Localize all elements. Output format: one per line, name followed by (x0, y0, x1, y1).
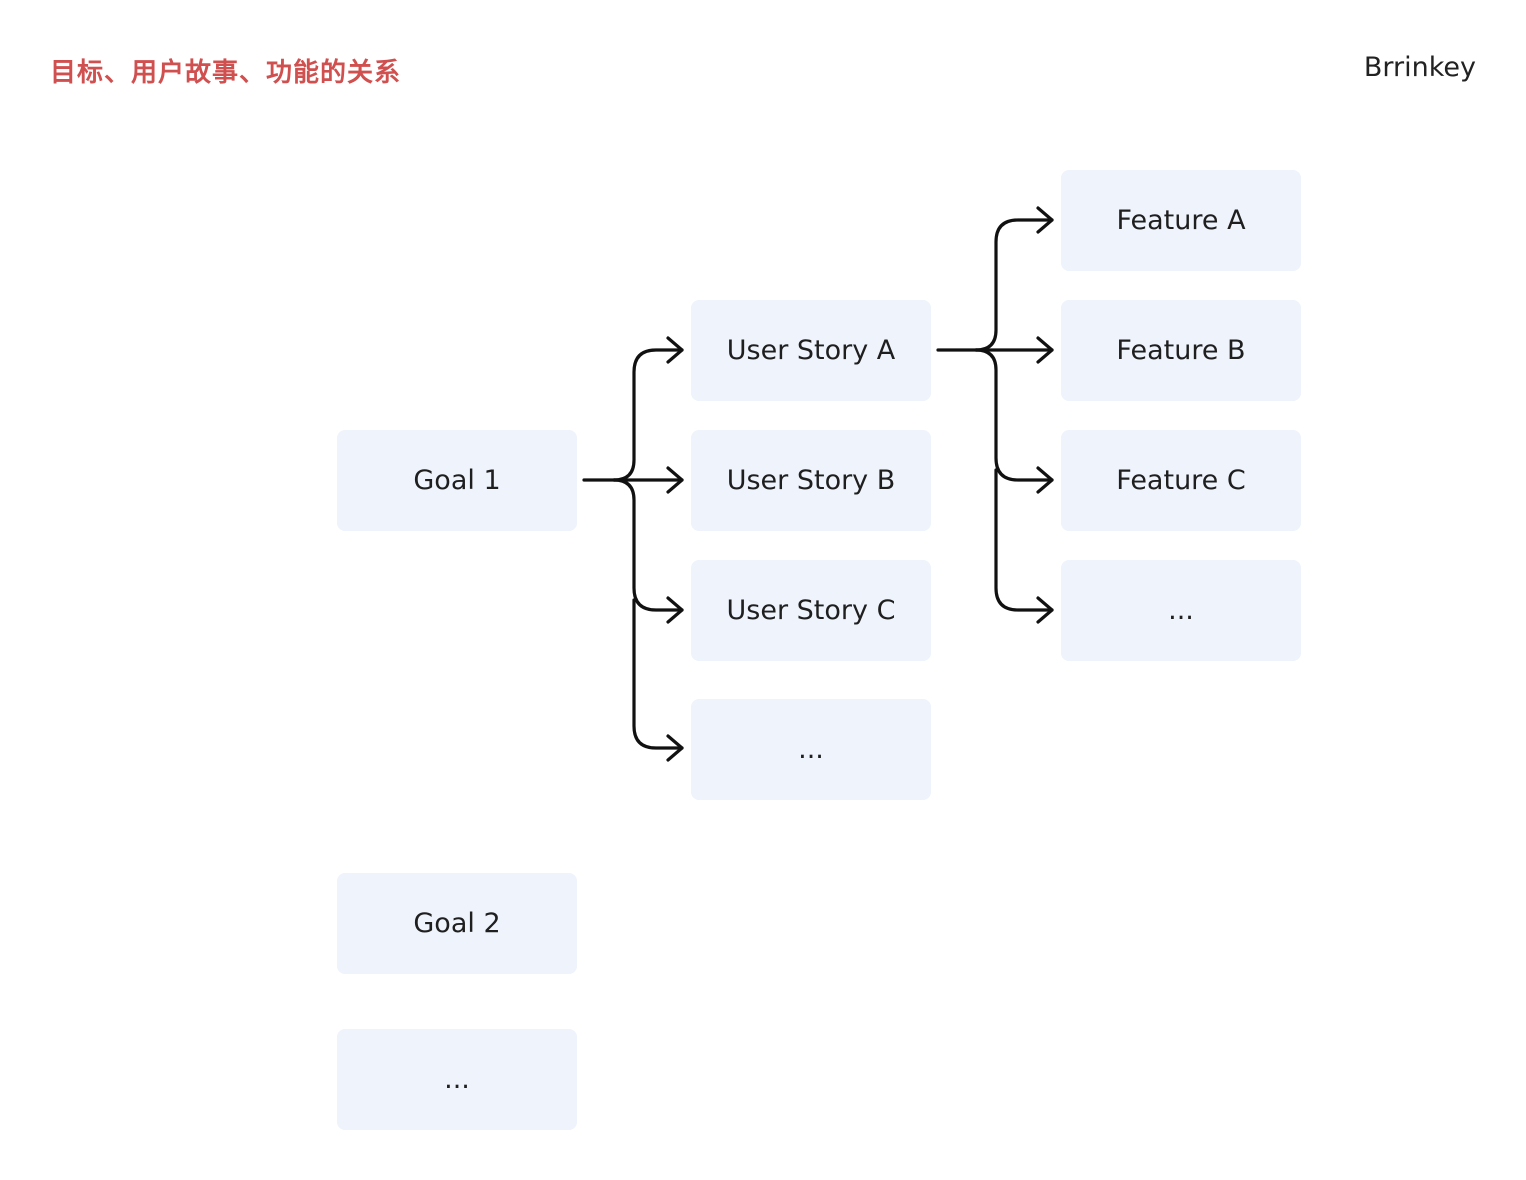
arrowhead-story-more (666, 734, 684, 762)
diagram-title: 目标、用户故事、功能的关系 (50, 58, 402, 88)
goal-node-2: Goal 2 (337, 873, 577, 974)
connector-goal1-story-c (612, 478, 684, 612)
user-story-node-c: User Story C (691, 560, 931, 661)
connector-storya-feature-more (994, 468, 1054, 612)
feature-node-b: Feature B (1061, 300, 1301, 401)
user-story-node-more: ... (691, 699, 931, 800)
user-story-node-b: User Story B (691, 430, 931, 531)
arrowhead-feature-a (1036, 206, 1054, 234)
feature-node-a: Feature A (1061, 170, 1301, 271)
user-story-node-a: User Story A (691, 300, 931, 401)
goal-node-1: Goal 1 (337, 430, 577, 531)
goal-node-more: ... (337, 1029, 577, 1130)
feature-node-c: Feature C (1061, 430, 1301, 531)
brand-label: Brrinkey (1363, 52, 1476, 83)
arrowhead-story-a (666, 336, 684, 364)
arrowhead-feature-c (1036, 466, 1054, 494)
connector-storya-feature-a (974, 218, 1054, 352)
feature-node-more: ... (1061, 560, 1301, 661)
connector-goal1-story-more (632, 598, 684, 750)
arrowhead-feature-more (1036, 596, 1054, 624)
connector-goal1-story-a (612, 348, 684, 482)
arrowhead-story-b (666, 466, 684, 494)
connector-storya-feature-c (974, 348, 1054, 482)
arrowhead-story-c (666, 596, 684, 624)
arrowhead-feature-b (1036, 336, 1054, 364)
